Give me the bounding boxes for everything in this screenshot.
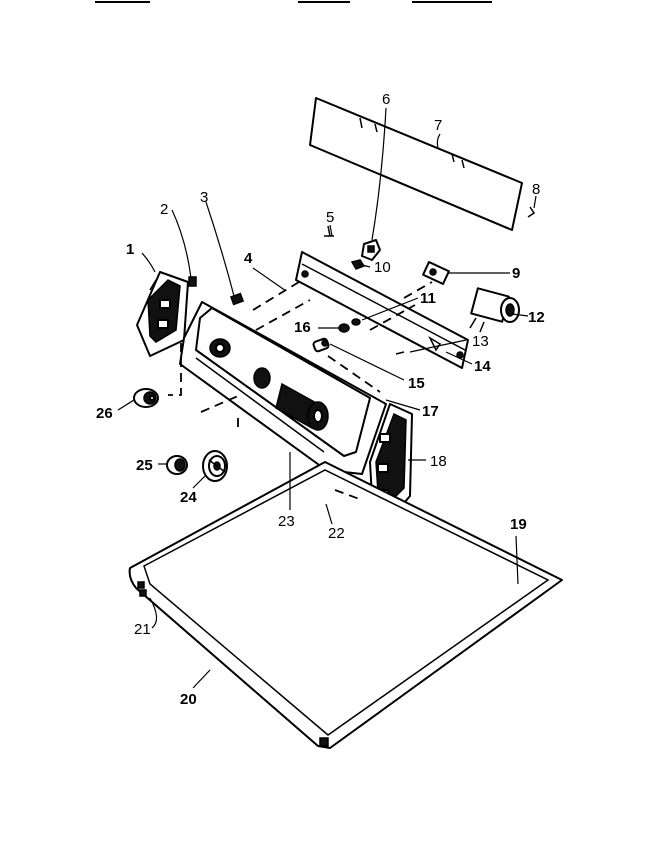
label-21: 21 [134,621,151,638]
label-7: 7 [434,117,442,134]
part-6-clip [361,239,381,261]
part-21-hinge [139,589,147,597]
part-1-left-end-cap [136,271,189,357]
label-20: 20 [180,691,197,708]
part-25-knob [166,455,188,475]
label-16: 16 [294,319,311,336]
part-14-bracket [295,251,469,369]
part-26-knob [133,388,159,408]
part-5-screw [324,225,334,237]
label-24: 24 [180,489,197,506]
assembly-guide-lines [168,281,433,501]
part-2-screw [188,276,197,287]
label-12: 12 [528,309,545,326]
label-1: 1 [126,241,134,258]
part-11-insert [351,318,361,326]
label-26: 26 [96,405,113,422]
label-10: 10 [374,259,391,276]
label-23: 23 [278,513,295,530]
label-6: 6 [382,91,390,108]
label-17: 17 [422,403,439,420]
part-7-rear-panel [309,97,523,231]
part-13-clip [395,351,405,355]
label-3: 3 [200,189,208,206]
label-14: 14 [474,358,491,375]
part-15-pushbutton [312,337,330,353]
label-19: 19 [510,516,527,533]
callout-labels: 1 2 3 4 5 6 7 8 9 10 11 12 13 14 15 16 1… [96,91,545,708]
label-15: 15 [408,375,425,392]
label-2: 2 [160,201,168,218]
leader-lines [117,107,537,689]
part-17-console [179,301,387,479]
label-8: 8 [532,181,540,198]
label-13: 13 [472,333,489,350]
part-8-screw [527,206,536,218]
label-4: 4 [244,250,253,267]
label-22: 22 [328,525,345,542]
part-16-screw [338,323,350,333]
part-9-switch [422,261,450,285]
label-9: 9 [512,265,520,282]
label-5: 5 [326,209,334,226]
part-18-right-end-cap [369,403,413,511]
label-25: 25 [136,457,153,474]
part-20-top-panel [128,461,563,749]
label-11: 11 [420,290,436,307]
part-24-dial [202,450,228,482]
label-18: 18 [430,453,447,470]
part-3-screw [229,292,245,306]
part-12-timer [469,287,520,333]
